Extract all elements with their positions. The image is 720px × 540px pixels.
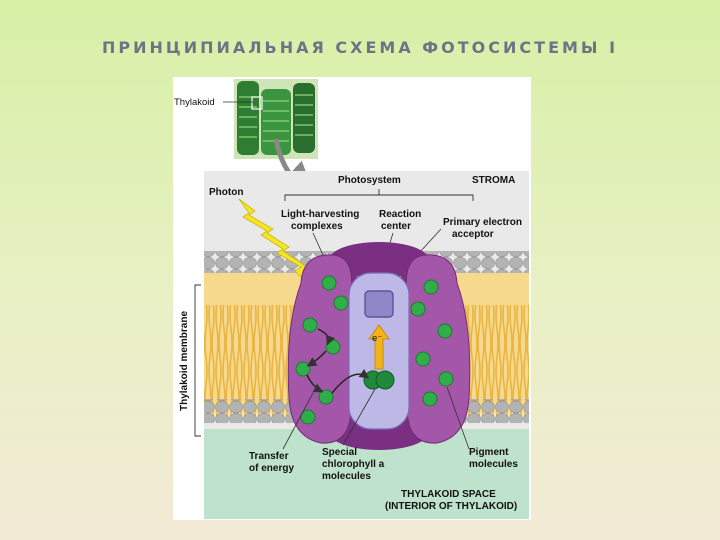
primary-acceptor-label-2: acceptor xyxy=(452,229,494,240)
transfer-label-2: of energy xyxy=(249,463,294,474)
pigment-label-1: Pigment xyxy=(469,447,509,458)
primary-acceptor-label-1: Primary electron xyxy=(443,217,522,228)
light-harvesting-label-2: complexes xyxy=(291,221,343,232)
slide-title: ПРИНЦИПИАЛЬНАЯ СХЕМА ФОТОСИСТЕМЫ I xyxy=(0,38,720,57)
special-label-2: chlorophyll a xyxy=(322,459,385,470)
photosystem-diagram: Thylakoid Photosystem STROMA Photon Ligh… xyxy=(173,77,531,520)
transfer-label-1: Transfer xyxy=(249,451,289,462)
thylakoid-space-label-2: (INTERIOR OF THYLAKOID) xyxy=(385,501,517,512)
special-chlorophyll-pair xyxy=(364,371,394,389)
special-label-1: Special xyxy=(322,447,357,458)
thylakoid-space-label-1: THYLAKOID SPACE xyxy=(401,489,496,500)
photon-label: Photon xyxy=(209,187,243,198)
reaction-center-label-1: Reaction xyxy=(379,209,421,220)
reaction-center-label-2: center xyxy=(381,221,411,232)
special-label-3: molecules xyxy=(322,471,371,482)
thylakoid-label: Thylakoid xyxy=(174,97,215,108)
membrane-label: Thylakoid membrane xyxy=(179,311,190,411)
electron-label: e⁻ xyxy=(372,333,382,344)
pigment-label-2: molecules xyxy=(469,459,518,470)
photosystem-label: Photosystem xyxy=(338,175,401,186)
photosystem-complex: e⁻ xyxy=(288,242,470,450)
light-harvesting-label-1: Light-harvesting xyxy=(281,209,359,220)
stroma-label: STROMA xyxy=(472,175,515,186)
diagram-canvas: Thylakoid Photosystem STROMA Photon Ligh… xyxy=(173,77,531,520)
primary-electron-acceptor xyxy=(365,291,393,317)
